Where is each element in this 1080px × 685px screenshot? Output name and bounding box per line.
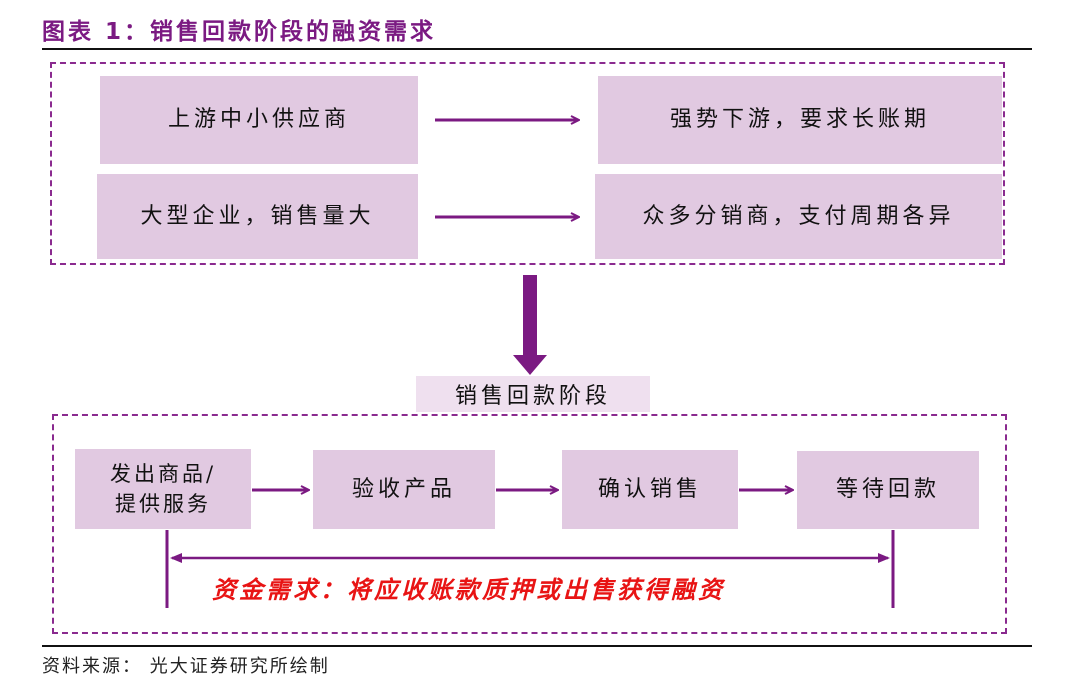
source-note: 资料来源： 光大证券研究所绘制 (42, 656, 330, 677)
upstream-supplier-box: 上游中小供应商 (100, 76, 418, 164)
step-inspect-label: 验收产品 (351, 476, 456, 502)
participants-container (50, 62, 1005, 265)
stage-label-box: 销售回款阶段 (416, 376, 650, 412)
strong-downstream-box: 强势下游，要求长账期 (598, 76, 1002, 164)
stage-label: 销售回款阶段 (454, 384, 611, 409)
step-inspect-box: 验收产品 (313, 450, 495, 529)
step-ship-goods-line2: 提供服务 (115, 492, 211, 516)
step-await-payment-box: 等待回款 (797, 451, 979, 529)
collection-stage-container (52, 414, 1007, 634)
large-enterprise-label: 大型企业，销售量大 (140, 203, 375, 229)
upstream-supplier-label: 上游中小供应商 (167, 107, 350, 133)
step-ship-goods-line1: 发出商品/ (109, 461, 217, 486)
step-confirm-sale-box: 确认销售 (562, 450, 738, 529)
distributors-box: 众多分销商，支付周期各异 (595, 174, 1002, 259)
down-arrow-icon (513, 275, 547, 375)
large-enterprise-box: 大型企业，销售量大 (97, 174, 418, 259)
top-rule (42, 48, 1032, 50)
step-confirm-sale-label: 确认销售 (597, 476, 702, 502)
figure-title: 图表 1：销售回款阶段的融资需求 (42, 19, 437, 45)
bottom-rule (42, 645, 1032, 647)
step-ship-goods-box: 发出商品/ 提供服务 (75, 449, 251, 529)
strong-downstream-label: 强势下游，要求长账期 (669, 107, 930, 133)
financing-need-text: 资金需求：将应收账款质押或出售获得融资 (212, 575, 725, 604)
distributors-label: 众多分销商，支付周期各异 (642, 203, 955, 229)
step-await-payment-label: 等待回款 (835, 477, 940, 503)
financing-period-bracket (165, 530, 895, 608)
